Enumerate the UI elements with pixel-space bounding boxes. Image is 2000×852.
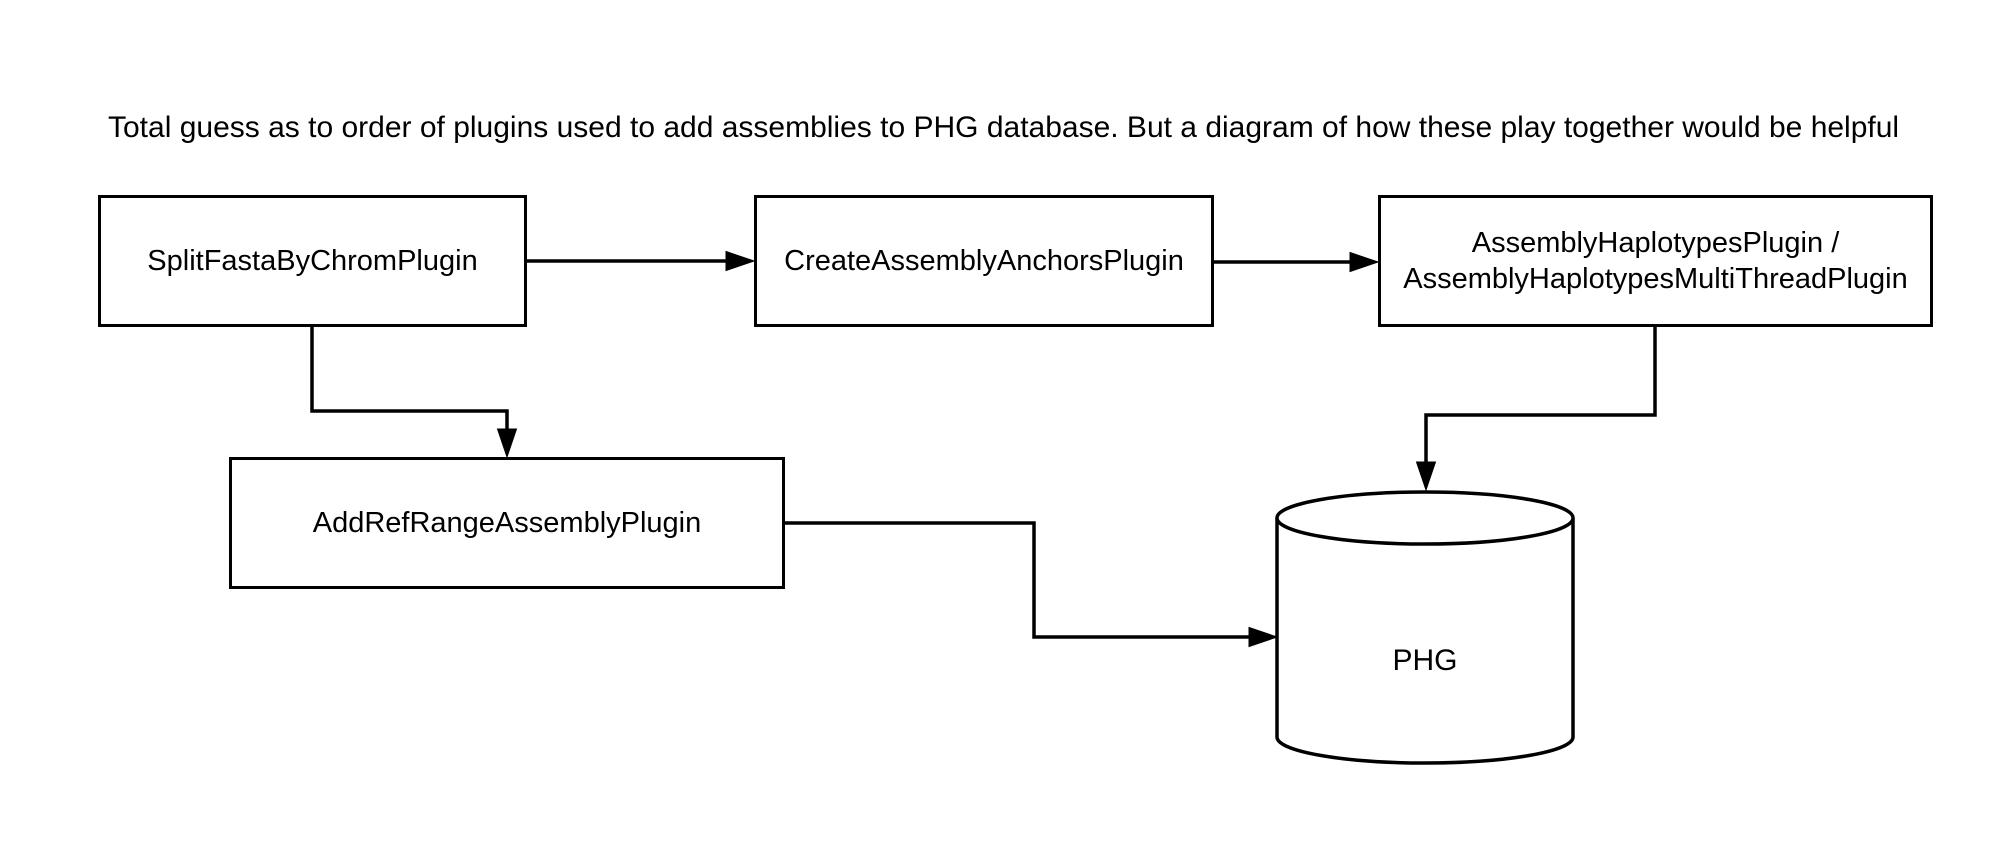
edge-addrefrange-to-phg bbox=[785, 521, 1251, 639]
node-label-line1: AssemblyHaplotypesPlugin / bbox=[1471, 227, 1840, 259]
node-add-ref-range-assembly-plugin: AddRefRangeAssemblyPlugin bbox=[229, 457, 785, 589]
phg-database-cylinder bbox=[1275, 490, 1575, 765]
arrowhead-assemblyhaplotypes-to-phg-icon bbox=[1415, 461, 1437, 492]
node-label: SplitFastaByChromPlugin bbox=[147, 245, 478, 277]
arrowhead-splitfasta-to-addrefrange-icon bbox=[496, 428, 518, 459]
diagram-caption: Total guess as to order of plugins used … bbox=[108, 111, 1900, 144]
node-label: AddRefRangeAssemblyPlugin bbox=[312, 507, 702, 539]
cylinder-body bbox=[1275, 518, 1575, 765]
node-label-line2: AssemblyHaplotypesMultiThreadPlugin bbox=[1403, 263, 1908, 295]
edge-assemblyhaplotypes-to-phg bbox=[1424, 327, 1657, 463]
arrowhead-addrefrange-to-phg-icon bbox=[1248, 626, 1279, 648]
edge-splitfasta-to-addrefrange bbox=[310, 327, 509, 431]
node-assembly-haplotypes-plugin: AssemblyHaplotypesPlugin / AssemblyHaplo… bbox=[1378, 195, 1933, 327]
arrowhead-createanchors-to-assemblyhaplotypes-icon bbox=[1349, 251, 1380, 273]
node-split-fasta-by-chrom-plugin: SplitFastaByChromPlugin bbox=[98, 195, 527, 327]
cylinder-top bbox=[1275, 490, 1575, 546]
node-label: CreateAssemblyAnchorsPlugin bbox=[784, 245, 1184, 277]
phg-database-label: PHG bbox=[1392, 644, 1458, 677]
arrowhead-splitfasta-to-createanchors-icon bbox=[725, 250, 756, 272]
node-create-assembly-anchors-plugin: CreateAssemblyAnchorsPlugin bbox=[754, 195, 1214, 327]
